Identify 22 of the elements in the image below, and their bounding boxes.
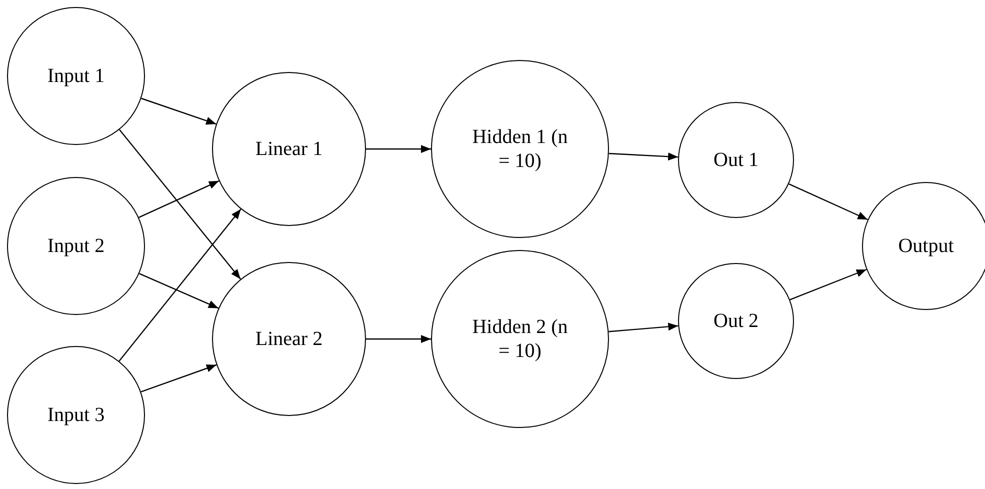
node-label: Input 1 xyxy=(47,64,105,88)
node-label: Hidden 1 (n = 10) xyxy=(471,125,569,173)
arrow xyxy=(366,335,431,343)
arrow xyxy=(118,129,241,280)
arrow xyxy=(141,98,216,125)
node-label: Input 3 xyxy=(47,403,105,427)
arrow xyxy=(608,322,678,332)
arrow xyxy=(608,152,678,161)
arrow xyxy=(118,208,242,362)
node-label: Linear 1 xyxy=(255,137,323,161)
node-label: Out 1 xyxy=(714,148,758,172)
node-label: Output xyxy=(898,234,954,258)
node-label: Out 2 xyxy=(714,309,758,333)
arrow xyxy=(790,268,867,300)
arrow xyxy=(139,273,219,309)
node-label: Input 2 xyxy=(47,234,105,258)
arrow xyxy=(366,145,431,153)
arrow xyxy=(138,180,220,218)
node-label: Hidden 2 (n = 10) xyxy=(471,315,569,363)
node-label: Linear 2 xyxy=(255,327,323,351)
arrow xyxy=(788,183,868,220)
arrow xyxy=(140,364,217,392)
